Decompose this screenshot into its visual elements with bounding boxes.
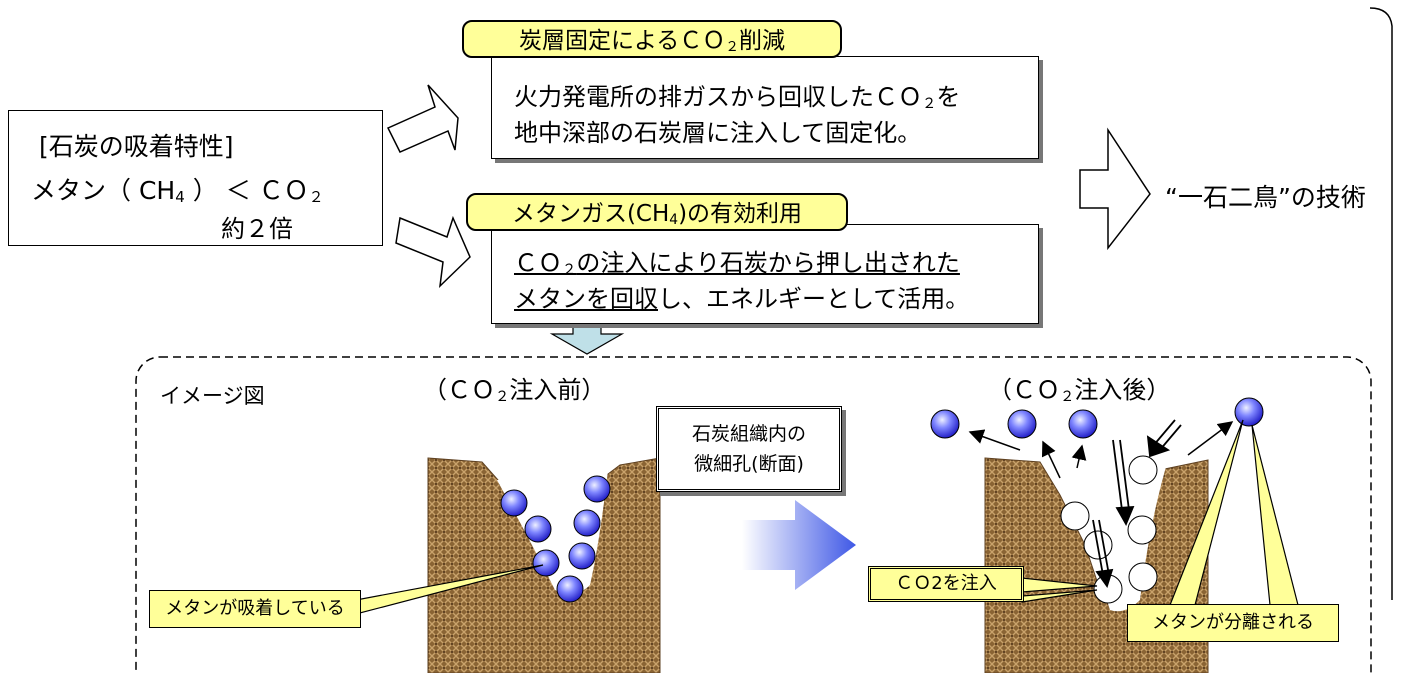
adsorption-box: [石炭の吸着特性] メタン（ CH4 ） ＜ ＣＯ２ 約２倍 <box>8 110 383 246</box>
pore-label-line-1: 石炭組織内の <box>691 423 806 445</box>
methane-use-line-1: ＣＯ２の注入により石炭から押し出された <box>514 249 960 278</box>
hollow-arrow-right-icon <box>1079 127 1151 251</box>
fixation-line-1: 火力発電所の排ガスから回収したＣＯ２を <box>514 83 961 112</box>
hollow-arrow-up-icon <box>386 84 459 153</box>
methane-molecules-before <box>500 475 611 603</box>
fixation-box: 火力発電所の排ガスから回収したＣＯ２を 地中深部の石炭層に注入して固定化。 <box>491 56 1039 159</box>
fixation-line-2: 地中深部の石炭層に注入して固定化。 <box>514 119 922 147</box>
image-title: イメージ図 <box>160 384 265 408</box>
hollow-arrow-down-icon <box>395 215 471 289</box>
page-edge-line <box>1369 7 1393 600</box>
pore-label-box: 石炭組織内の 微細孔(断面) <box>656 406 842 492</box>
methane-use-box: ＣＯ２の注入により石炭から押し出された メタンを回収し、エネルギーとして活用。 <box>491 224 1039 324</box>
image-frame <box>135 356 1372 673</box>
callout-separated: メタンが分離される <box>1127 604 1339 642</box>
callout-inject: ＣＯ2を注入 <box>868 566 1024 602</box>
result-text: “一石二鳥”の技術 <box>1165 183 1366 212</box>
methane-use-label: メタンガス(CH4)の有効利用 <box>466 193 848 231</box>
callout-pointer-separated-2 <box>1251 424 1299 606</box>
escape-arrows <box>968 421 1234 479</box>
after-heading: （ＣＯ２注入後） <box>988 376 1171 405</box>
big-transition-arrow-icon <box>742 500 856 590</box>
callout-adsorbed: メタンが吸着している <box>149 590 361 628</box>
injection-arrows <box>1092 419 1182 588</box>
adsorption-title: [石炭の吸着特性] <box>39 132 234 161</box>
adsorption-comparison: メタン（ CH4 ） ＜ ＣＯ２ <box>31 176 324 206</box>
methane-use-line-2: メタンを回収し、エネルギーとして活用。 <box>514 285 970 313</box>
adsorption-ratio: 約２倍 <box>221 215 293 243</box>
methane-molecules-after <box>930 397 1264 439</box>
before-heading: （ＣＯ２注入前） <box>423 376 606 405</box>
fixation-label: 炭層固定によるＣＯ２削減 <box>462 20 842 58</box>
co2-molecules-after <box>1060 455 1158 604</box>
pore-label-line-2: 微細孔(断面) <box>694 453 804 475</box>
